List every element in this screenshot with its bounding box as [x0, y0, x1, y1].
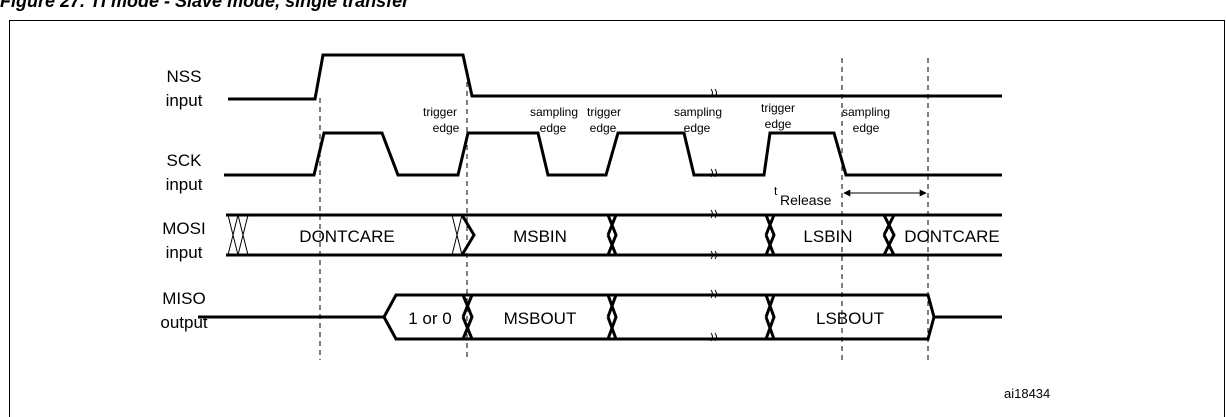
mosi-bus: [226, 209, 1002, 260]
nss-name-line1: NSS: [167, 67, 202, 86]
svg-text:edge: edge: [433, 121, 460, 135]
miso-msbout-label: MSBOUT: [504, 309, 577, 328]
figure-id: ai18434: [1004, 386, 1050, 401]
nss-name-line2: input: [166, 91, 203, 110]
figure-frame: [9, 20, 1225, 417]
svg-text:sampling: sampling: [842, 105, 890, 119]
edge-label-sampling-3: sampling edge: [842, 105, 890, 135]
edge-label-sampling-2: sampling edge: [674, 105, 722, 135]
miso-bus: [198, 289, 1002, 342]
sck-name-line1: SCK: [167, 151, 203, 170]
nss-signal-name: NSS input: [166, 67, 203, 110]
mosi-signal-name: MOSI input: [162, 219, 205, 262]
svg-text:edge: edge: [540, 121, 567, 135]
edge-label-trigger-1: trigger edge: [423, 105, 460, 135]
svg-text:trigger: trigger: [423, 105, 457, 119]
sck-signal-name: SCK input: [166, 151, 203, 194]
mosi-hatch-left: [227, 214, 249, 256]
miso-signal-name: MISO output: [160, 289, 208, 332]
sck-name-line2: input: [166, 175, 203, 194]
edge-label-trigger-3: trigger edge: [761, 101, 795, 131]
miso-lsbout-label: LSBOUT: [816, 309, 884, 328]
miso-break-mark: [710, 289, 717, 342]
svg-text:trigger: trigger: [587, 105, 621, 119]
edge-label-trigger-2: trigger edge: [587, 105, 621, 135]
mosi-dontcare-label: DONTCARE: [299, 227, 394, 246]
mosi-break-mark: [710, 209, 717, 260]
svg-text:edge: edge: [590, 121, 617, 135]
mosi-name-line1: MOSI: [162, 219, 205, 238]
mosi-name-line2: input: [166, 243, 203, 262]
edge-label-sampling-1: sampling edge: [530, 105, 578, 135]
svg-text:edge: edge: [765, 117, 792, 131]
miso-name-line2: output: [160, 313, 208, 332]
nss-break-mark: [710, 88, 717, 98]
svg-text:edge: edge: [853, 121, 880, 135]
svg-text:edge: edge: [684, 121, 711, 135]
miso-name-line1: MISO: [162, 289, 205, 308]
figure-caption: Figure 27. TI mode - Slave mode, single …: [0, 0, 410, 11]
sck-break-mark: [710, 168, 717, 178]
svg-text:sampling: sampling: [674, 105, 722, 119]
sck-waveform: [224, 131, 1002, 177]
svg-text:sampling: sampling: [530, 105, 578, 119]
t-release-sub: Release: [780, 192, 832, 208]
mosi-lsbin-label: LSBIN: [803, 227, 852, 246]
t-release-t: t: [774, 184, 778, 198]
mosi-hatch-mid: [451, 214, 463, 256]
mosi-dontcare2-label: DONTCARE: [904, 227, 999, 246]
t-release-label: t Release: [774, 184, 832, 208]
svg-text:trigger: trigger: [761, 101, 795, 115]
miso-1or0-label: 1 or 0: [408, 309, 451, 328]
nss-waveform: [228, 53, 1002, 101]
mosi-msbin-label: MSBIN: [513, 227, 567, 246]
